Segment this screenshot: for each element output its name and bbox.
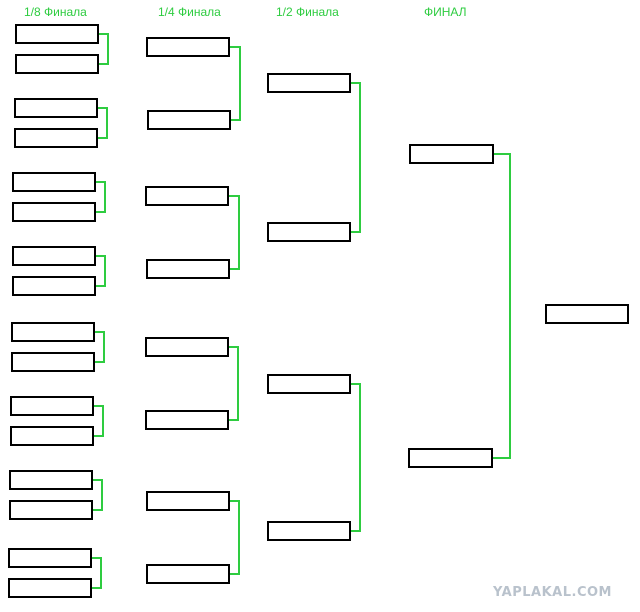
connector-qf-4	[230, 500, 240, 575]
qf-slot-6	[145, 410, 229, 430]
connector-sf-2	[351, 383, 361, 532]
sf-slot-4	[267, 521, 351, 541]
r16-slot-8	[12, 276, 96, 296]
connector-sf-1	[351, 82, 361, 233]
r16-slot-11	[10, 396, 94, 416]
sf-slot-3	[267, 374, 351, 394]
r16-slot-15	[8, 548, 92, 568]
qf-slot-3	[145, 186, 229, 206]
qf-slot-8	[146, 564, 230, 584]
sf-slot-1	[267, 73, 351, 93]
watermark: YAPLAKAL.COM	[493, 585, 612, 600]
title-qf: 1/4 Финала	[158, 5, 221, 19]
connector-r16-8	[92, 557, 102, 589]
r16-slot-4	[14, 128, 98, 148]
r16-slot-16	[8, 578, 92, 598]
r16-slot-6	[12, 202, 96, 222]
connector-r16-5	[95, 331, 105, 363]
r16-slot-9	[11, 322, 95, 342]
r16-slot-12	[10, 426, 94, 446]
qf-slot-4	[146, 259, 230, 279]
final-slot-1	[409, 144, 494, 164]
r16-slot-10	[11, 352, 95, 372]
qf-slot-1	[146, 37, 230, 57]
final-slot-2	[408, 448, 493, 468]
connector-r16-1	[99, 33, 109, 65]
qf-slot-5	[145, 337, 229, 357]
title-r16: 1/8 Финала	[24, 5, 87, 19]
connector-qf-3	[229, 346, 239, 421]
r16-slot-2	[15, 54, 99, 74]
r16-slot-7	[12, 246, 96, 266]
title-final: ФИНАЛ	[424, 5, 467, 19]
connector-final	[493, 153, 511, 459]
qf-slot-7	[146, 491, 230, 511]
connector-r16-4	[96, 255, 106, 287]
connector-qf-1	[230, 46, 241, 121]
r16-slot-14	[9, 500, 93, 520]
sf-slot-2	[267, 222, 351, 242]
connector-r16-2	[98, 107, 108, 139]
connector-r16-7	[93, 479, 103, 511]
r16-slot-13	[9, 470, 93, 490]
connector-r16-3	[96, 181, 106, 213]
connector-r16-6	[94, 405, 104, 437]
r16-slot-5	[12, 172, 96, 192]
winner-slot-1	[545, 304, 629, 324]
qf-slot-2	[147, 110, 231, 130]
r16-slot-1	[15, 24, 99, 44]
connector-qf-2	[229, 195, 240, 270]
title-sf: 1/2 Финала	[276, 5, 339, 19]
r16-slot-3	[14, 98, 98, 118]
